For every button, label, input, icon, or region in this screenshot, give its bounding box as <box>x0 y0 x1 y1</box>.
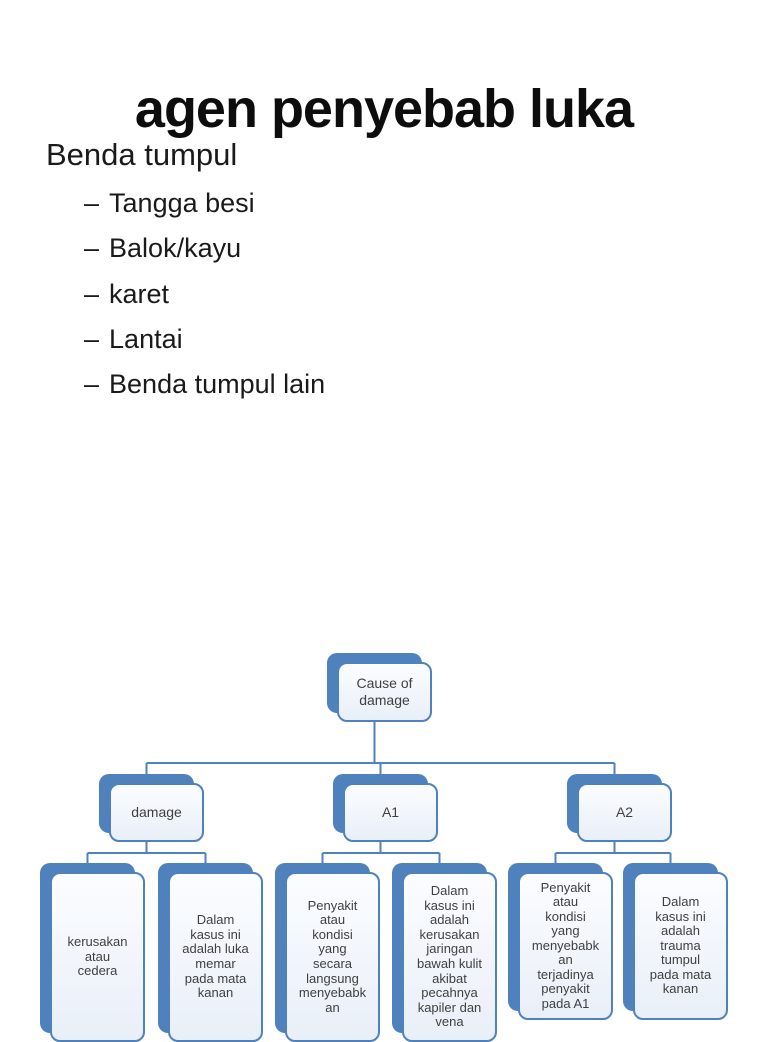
dash-bullet: – <box>84 324 100 355</box>
slide-title: agen penyebab luka <box>134 79 634 140</box>
body-text-block: Benda tumpul – Tangga besi – Balok/kayu … <box>46 137 325 415</box>
dash-bullet: – <box>84 188 100 219</box>
node-label: A2 <box>577 783 672 842</box>
node-label: Penyakit atau kondisi yang menyebabk an … <box>518 872 613 1020</box>
chart-node-cause-of-damage: Cause of damage <box>327 653 432 722</box>
dash-bullet: – <box>84 369 100 400</box>
chart-leaf-trauma-tumpul: Dalam kasus ini adalah trauma tumpul pad… <box>623 863 728 1020</box>
list-item: – karet <box>84 279 325 310</box>
list-item: – Lantai <box>84 324 325 355</box>
list-item-label: Lantai <box>109 324 183 355</box>
list-item: – Benda tumpul lain <box>84 369 325 400</box>
node-label: damage <box>109 783 204 842</box>
section-heading: Benda tumpul <box>46 137 238 172</box>
node-label: Penyakit atau kondisi yang secara langsu… <box>285 872 380 1042</box>
chart-node-damage: damage <box>99 774 204 842</box>
node-label: Dalam kasus ini adalah trauma tumpul pad… <box>633 872 728 1020</box>
list-item: – Tangga besi <box>84 188 325 219</box>
chart-leaf-kerusakan-jaringan: Dalam kasus ini adalah kerusakan jaringa… <box>392 863 497 1042</box>
dash-bullet: – <box>84 233 100 264</box>
chart-node-a2: A2 <box>567 774 672 842</box>
list-item-label: Balok/kayu <box>109 233 242 264</box>
chart-leaf-penyakit-langsung: Penyakit atau kondisi yang secara langsu… <box>275 863 380 1042</box>
list-item-label: Tangga besi <box>109 188 255 219</box>
list-item-label: karet <box>109 278 170 309</box>
node-label: Dalam kasus ini adalah kerusakan jaringa… <box>402 872 497 1042</box>
list-item-label: Benda tumpul lain <box>109 369 326 400</box>
node-label: Cause of damage <box>337 662 432 722</box>
bullet-list: – Tangga besi – Balok/kayu – karet – Lan… <box>46 188 325 401</box>
node-label: A1 <box>343 783 438 842</box>
node-label: kerusakan atau cedera <box>50 872 145 1042</box>
list-item: – Balok/kayu <box>84 233 325 264</box>
dash-bullet: – <box>84 278 100 309</box>
chart-leaf-luka-memar: Dalam kasus ini adalah luka memar pada m… <box>158 863 263 1042</box>
chart-leaf-kerusakan: kerusakan atau cedera <box>40 863 145 1042</box>
node-label: Dalam kasus ini adalah luka memar pada m… <box>168 872 263 1042</box>
chart-node-a1: A1 <box>333 774 438 842</box>
chart-leaf-penyakit-a1: Penyakit atau kondisi yang menyebabk an … <box>508 863 613 1020</box>
